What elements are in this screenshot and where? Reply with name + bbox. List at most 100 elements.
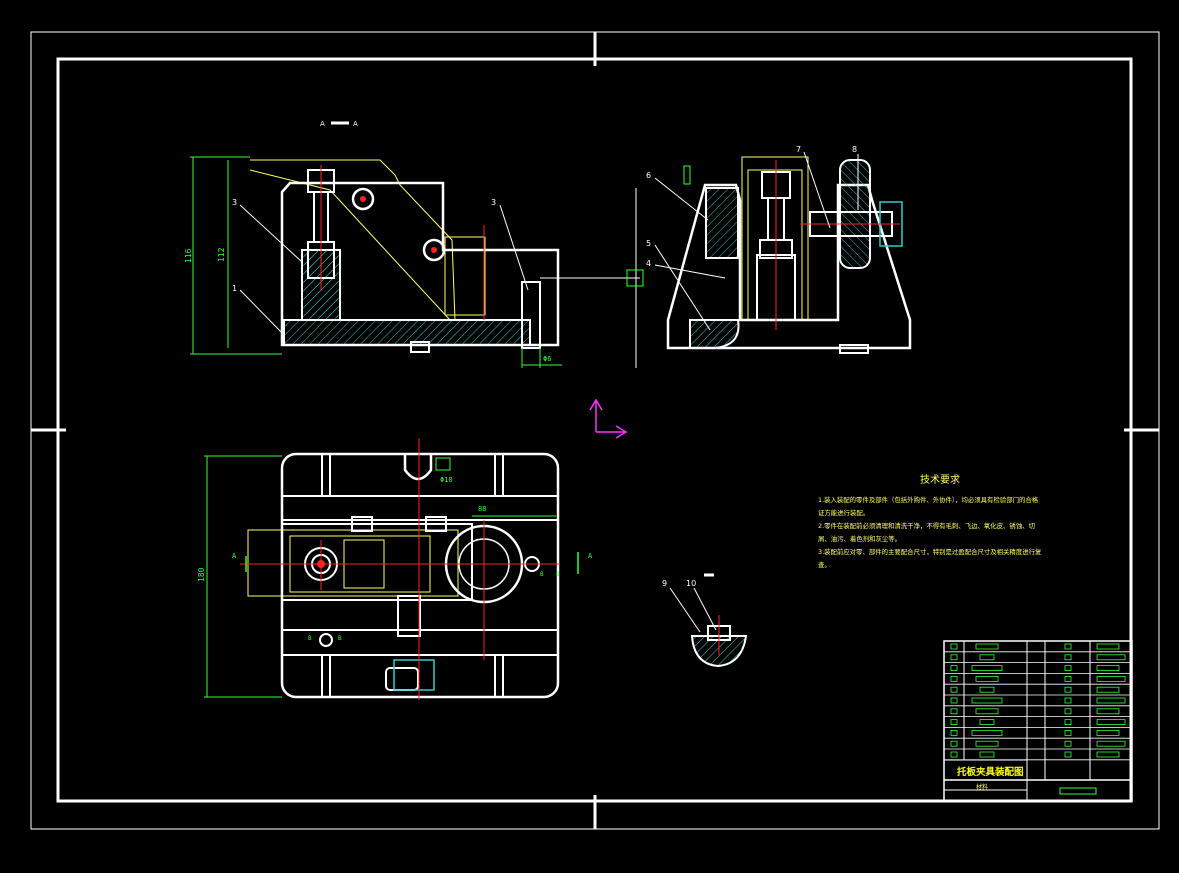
top-pin-block bbox=[351, 516, 373, 532]
front-locating-pin bbox=[521, 281, 541, 349]
side-knob-section bbox=[839, 159, 871, 269]
tech-line-2: 证方能进行装配。 bbox=[818, 508, 869, 517]
tech-line-5: 3.装配前应对零、部件的主要配合尺寸，特别是过盈配合尺寸及相关精度进行复 bbox=[818, 547, 1042, 556]
leader-7 bbox=[803, 151, 831, 229]
parts-list-cell bbox=[979, 654, 995, 661]
leader-1 bbox=[239, 289, 285, 336]
tech-line-1: 1.装入装配的零件及部件（包括外购件、外协件），均必须具有检验部门的合格 bbox=[818, 495, 1039, 504]
parts-list-cell bbox=[979, 686, 995, 693]
top-lower-stud bbox=[397, 595, 421, 637]
small-label-b3: B bbox=[308, 635, 312, 642]
parts-list-cell bbox=[950, 697, 958, 704]
parts-list-cell bbox=[950, 665, 958, 671]
section-label-aa: A A bbox=[320, 120, 358, 128]
parts-list-cell bbox=[950, 719, 958, 725]
front-pivot-lower-hole bbox=[431, 247, 437, 253]
parts-list-cell bbox=[1064, 686, 1072, 693]
drawing-title: 托板夹具装配图 bbox=[957, 766, 1024, 778]
parts-list-cell bbox=[1096, 643, 1120, 650]
parts-list-cell bbox=[1096, 686, 1120, 693]
parts-list-cell bbox=[975, 708, 999, 715]
balloon-3-right: 3 bbox=[491, 198, 496, 207]
parts-list-cell bbox=[950, 708, 958, 715]
material-label: 材料 bbox=[976, 783, 988, 791]
side-foot bbox=[839, 344, 869, 354]
leader-6 bbox=[654, 177, 709, 221]
side-clamp-block bbox=[705, 187, 739, 259]
leader-10 bbox=[693, 587, 717, 631]
dim-text-phi6: Φ6 bbox=[543, 355, 551, 363]
tech-line-3: 2.零件在装配前必须清理和清洗干净，不得有毛刺、飞边、氧化皮、锈蚀、切 bbox=[818, 521, 1035, 530]
parts-list-cell bbox=[1096, 676, 1126, 682]
parts-list-cell bbox=[950, 686, 958, 693]
parts-list-cell bbox=[1096, 719, 1126, 725]
side-view: 6 5 4 7 8 bbox=[626, 145, 912, 368]
front-base-section bbox=[283, 319, 531, 346]
balloon-4: 4 bbox=[646, 259, 651, 268]
front-pivot-upper-hole bbox=[360, 196, 366, 202]
ucs-x-arrow bbox=[615, 425, 628, 439]
balloon-10: 10 bbox=[686, 579, 696, 588]
leader-3-left bbox=[239, 204, 303, 263]
dim-text-116: 116 bbox=[184, 248, 193, 263]
balloon-3-left: 3 bbox=[232, 198, 237, 207]
parts-list-cell bbox=[1064, 676, 1072, 682]
top-lower-pin bbox=[319, 633, 333, 647]
tech-line-4: 屑、油污、着色剂和灰尘等。 bbox=[818, 534, 901, 543]
outer-border bbox=[30, 31, 1160, 830]
side-dim-box bbox=[683, 165, 691, 185]
parts-list-cell bbox=[950, 654, 958, 661]
parts-list-cell bbox=[975, 643, 999, 650]
ucs-icon bbox=[589, 398, 628, 439]
tech-requirements: 技术要求 1.装入装配的零件及部件（包括外购件、外协件），均必须具有检验部门的合… bbox=[818, 473, 1042, 569]
ucs-y-arrow bbox=[589, 398, 603, 411]
parts-list-cell bbox=[1096, 708, 1120, 715]
small-label-b1: B bbox=[540, 571, 544, 578]
top-clamp-bar bbox=[281, 523, 473, 601]
side-base-pad bbox=[689, 319, 740, 349]
balloon-9: 9 bbox=[662, 579, 667, 588]
balloon-7: 7 bbox=[796, 145, 801, 154]
small-label-b2: B bbox=[556, 571, 560, 578]
leader-4 bbox=[654, 264, 726, 279]
parts-list-cell bbox=[1096, 751, 1120, 758]
dim-text-112: 112 bbox=[217, 247, 226, 262]
parts-list-cell bbox=[1096, 730, 1120, 736]
front-hidden-boss bbox=[444, 236, 486, 316]
parts-list-cell bbox=[1064, 654, 1072, 661]
top-screw-knob bbox=[385, 667, 419, 691]
section-label-right: A bbox=[353, 120, 358, 128]
parts-list-cell bbox=[1096, 665, 1120, 671]
parts-list-cell bbox=[1064, 643, 1072, 650]
parts-list-cell bbox=[950, 643, 958, 650]
front-pivot-upper bbox=[351, 187, 375, 211]
parts-list-cell bbox=[1064, 730, 1072, 736]
front-view: 116 112 Φ6 3 1 3 bbox=[184, 156, 640, 368]
parts-list-cell bbox=[975, 676, 999, 682]
parts-list-cell bbox=[971, 665, 1003, 671]
parts-list-cell bbox=[1064, 708, 1072, 715]
parts-list-cell bbox=[979, 719, 995, 725]
section-mark-right: A bbox=[588, 552, 593, 560]
parts-list-cell bbox=[971, 730, 1003, 736]
balloon-8: 8 bbox=[852, 145, 857, 154]
section-mark-left: A bbox=[232, 552, 237, 560]
top-view: 180 Φ10 88 A A B B B B bbox=[197, 438, 593, 700]
parts-list-cell bbox=[950, 730, 958, 736]
dim-box-phi10 bbox=[435, 457, 451, 471]
parts-list-cell bbox=[971, 697, 1003, 704]
leader-5 bbox=[654, 244, 711, 331]
dim-text-180: 180 bbox=[197, 567, 206, 582]
leader-9 bbox=[669, 587, 701, 633]
parts-list-cell bbox=[1096, 654, 1126, 661]
top-pin-block-2 bbox=[425, 516, 447, 532]
parts-list-cell bbox=[1064, 740, 1072, 747]
title-block: 托板夹具装配图 材料 bbox=[943, 640, 1133, 802]
parts-list-cell bbox=[979, 751, 995, 758]
parts-list-cell bbox=[1064, 697, 1072, 704]
side-projection-box bbox=[626, 269, 644, 287]
tech-line-6: 查。 bbox=[818, 560, 831, 569]
parts-list-cell bbox=[950, 751, 958, 758]
top-screw-thread bbox=[393, 659, 435, 691]
side-body-outline bbox=[666, 183, 912, 350]
